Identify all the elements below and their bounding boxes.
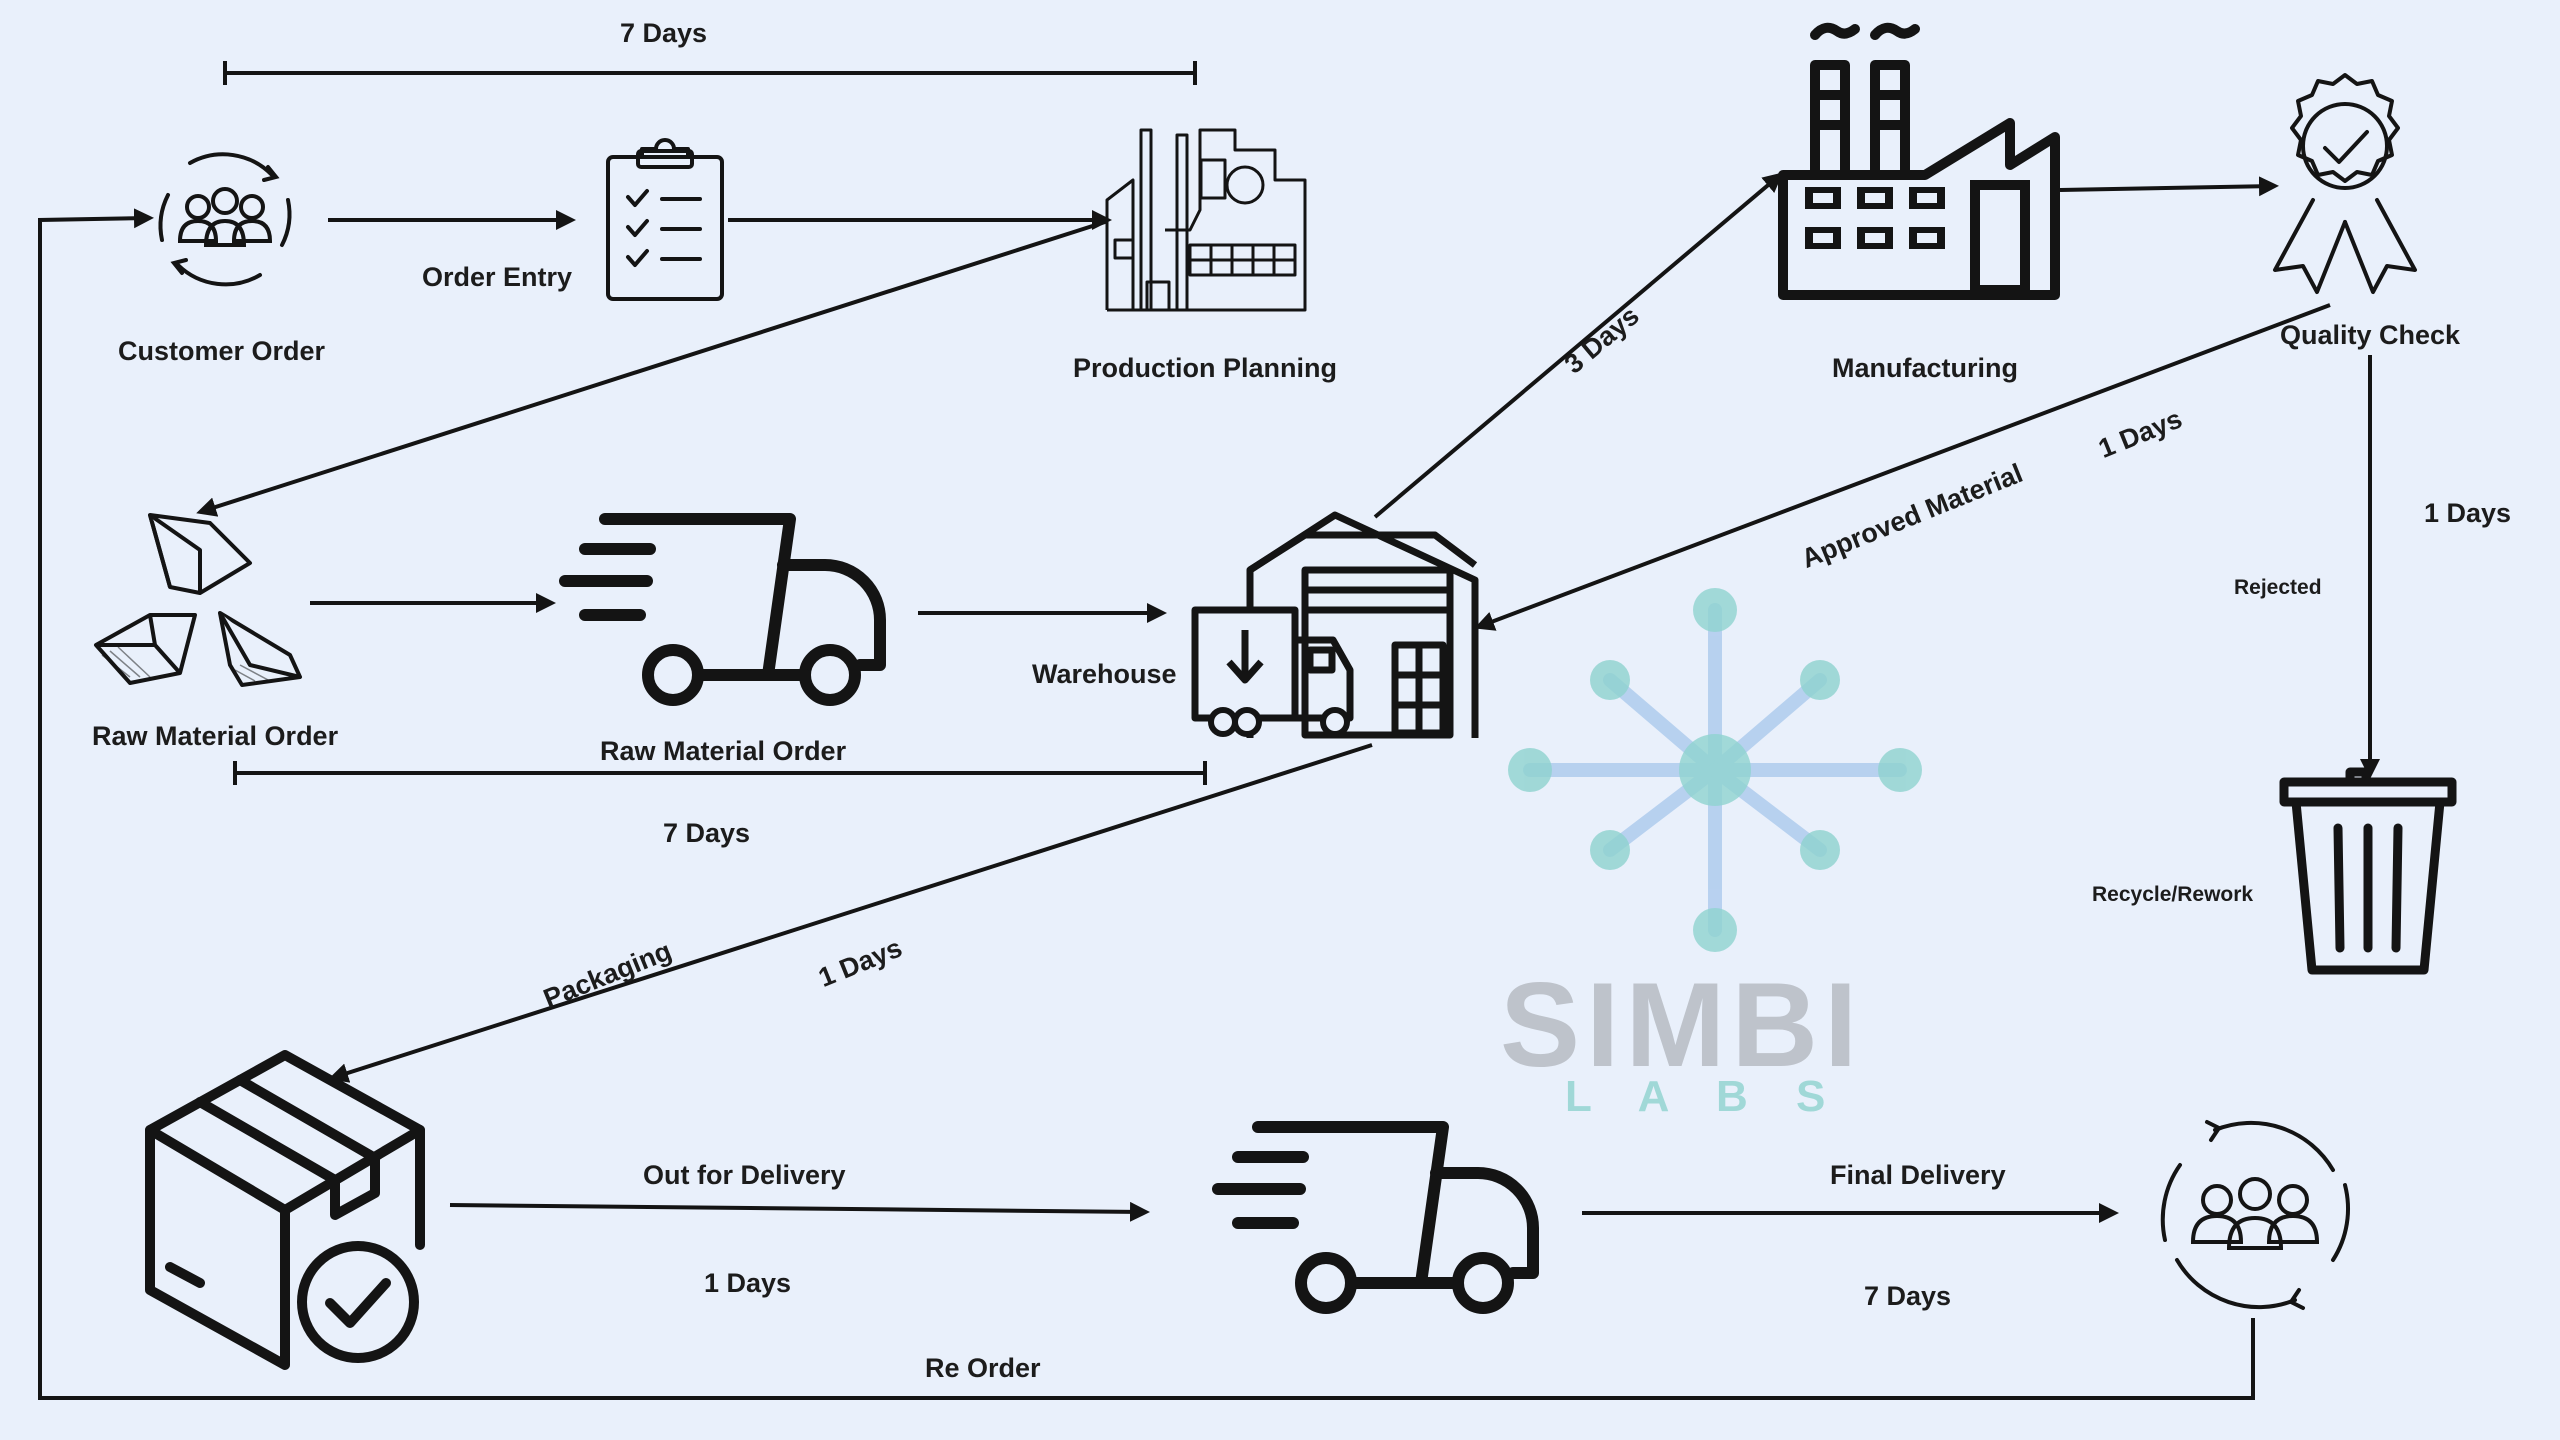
raw-material-order-label: Raw Material Order [92,721,339,751]
clipboard-checklist-icon [606,138,724,301]
out-for-delivery-label: Out for Delivery [643,1160,846,1190]
final-days-label: 7 Days [1864,1281,1952,1311]
delivery-truck-icon [559,513,886,706]
factory-icon [1778,22,2060,300]
arrow-warehouse-to-package [328,743,1373,1083]
customer-group-cycle-icon [2160,1120,2351,1310]
warehouse-icon [1191,511,1479,739]
watermark-brand-name: SIMBI [1500,958,1864,1092]
mid-span-bracket [233,761,1207,785]
simbi-network-logo-icon [1508,588,1922,952]
manufacturing-label: Manufacturing [1832,353,2018,383]
factory-plant-icon [1105,128,1307,312]
arrow-reorder-loop [38,208,2255,1400]
order-entry-label: Order Entry [422,262,573,292]
reorder-label: Re Order [925,1353,1041,1383]
quality-check-label: Quality Check [2280,320,2461,350]
production-planning-label: Production Planning [1073,353,1337,383]
mid-span-days-label: 7 Days [663,818,751,848]
arrow-qc-to-warehouse [1474,303,2331,631]
recycle-rework-label: Recycle/Rework [2092,883,2254,906]
trash-bin-icon [2279,767,2457,975]
out-days-label: 1 Days [704,1268,792,1298]
watermark-brand-sub: L A B S [1565,1072,1844,1121]
customer-order-label: Customer Order [118,336,326,366]
rejected-label: Rejected [2234,576,2322,599]
delivery-truck-icon [1212,1121,1539,1314]
top-span-days-label: 7 Days [620,18,708,48]
arrow-manufacturing-to-qc [2059,176,2279,197]
warehouse-label: Warehouse [1032,659,1177,689]
package-check-icon [145,1050,425,1370]
qc-down-days-label: 1 Days [2424,498,2512,528]
arrow-warehouse-to-manufacturing [1373,172,1784,519]
final-delivery-label: Final Delivery [1830,1160,2006,1190]
arrow-package-to-truck [449,1201,1150,1222]
raw-rocks-icon [94,513,302,687]
top-span-bracket [223,61,1197,85]
customer-group-cycle-icon [158,152,292,287]
arrow-planning-to-raw [196,220,1106,517]
award-ribbon-check-icon [2273,73,2417,294]
raw-material-truck-label: Raw Material Order [600,736,847,766]
